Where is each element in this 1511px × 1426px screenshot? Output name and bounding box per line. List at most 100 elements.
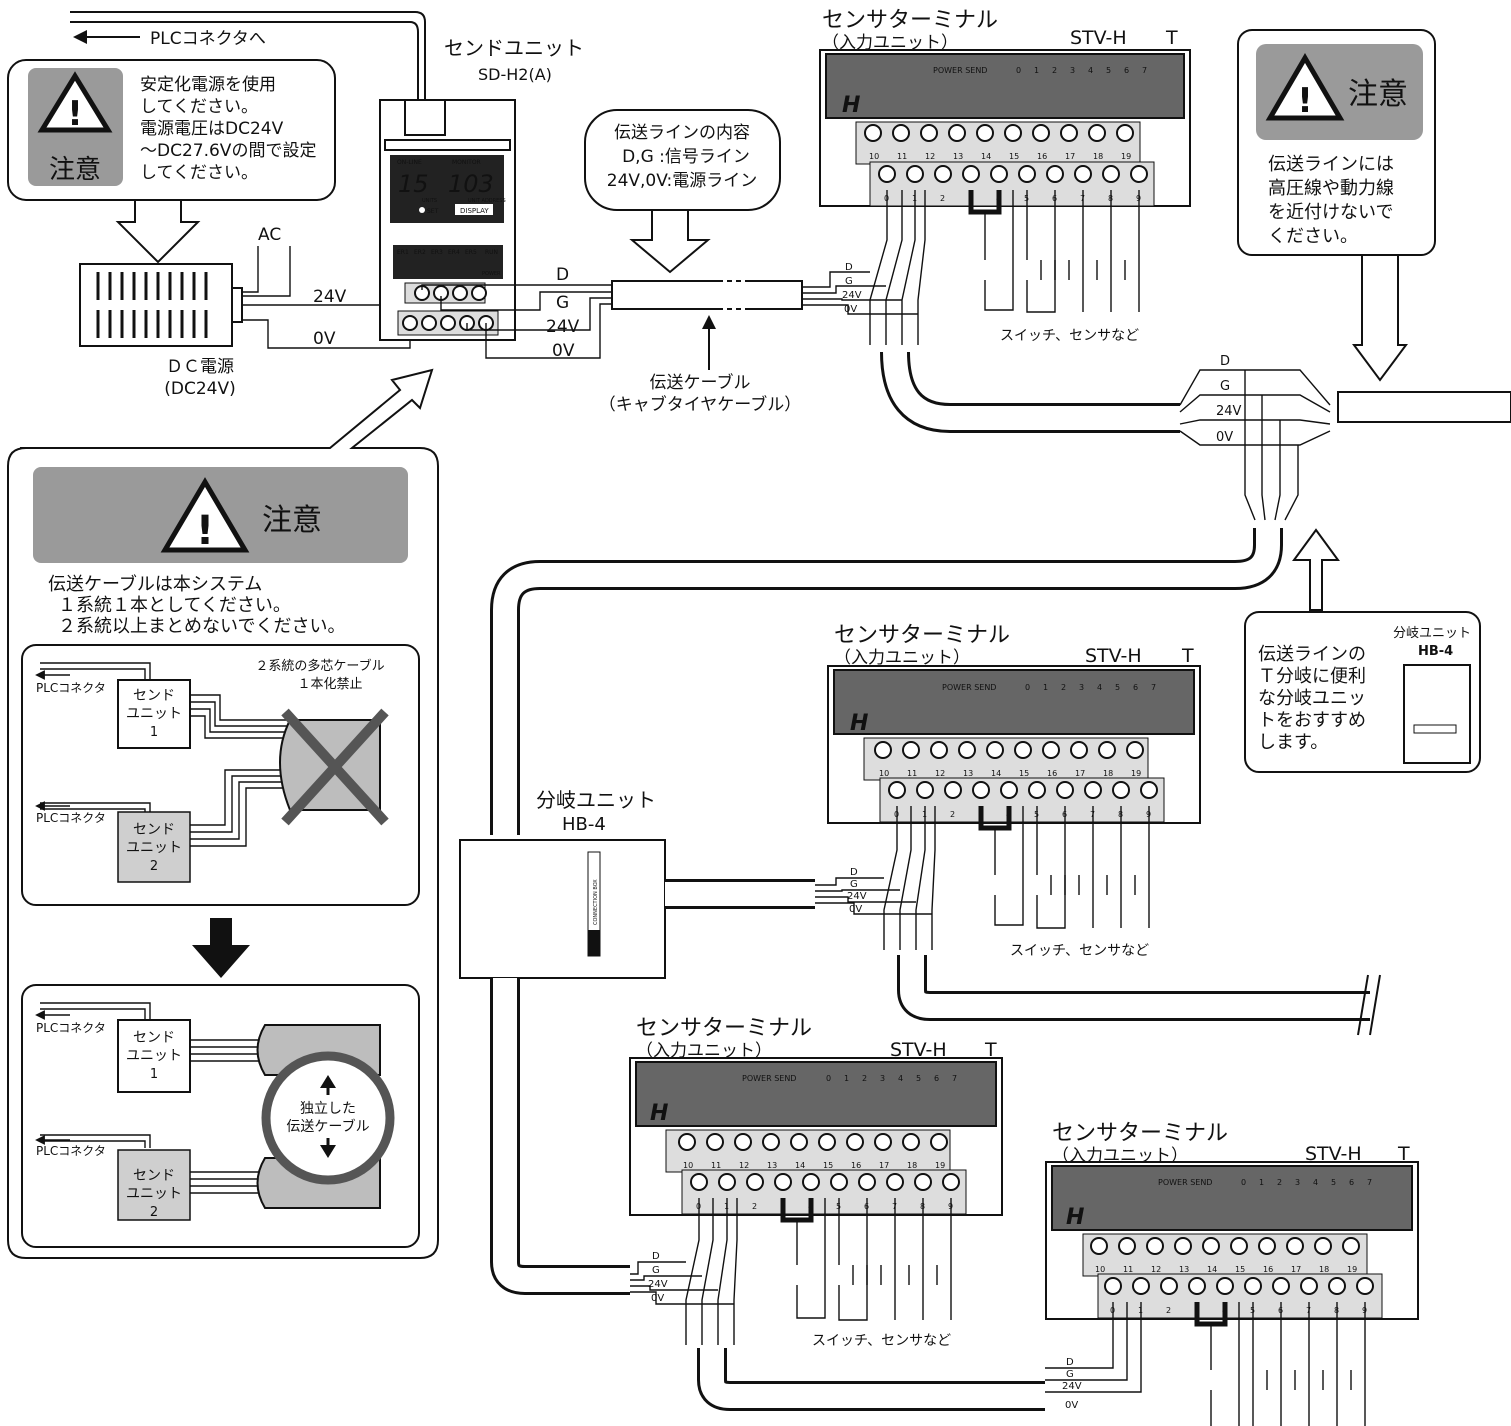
send-unit-title: センドユニット [444, 36, 584, 60]
approved-circle-icon [261, 1051, 395, 1185]
tb-24v: 24V [1216, 404, 1242, 419]
recommend-line: Ｔ分岐に便利 [1258, 666, 1366, 687]
caution-box-cable: ! 注意 伝送ケーブルは本システム １系統１本としてください。 ２系統以上まとめ… [7, 368, 439, 1259]
send-err: ER4 [448, 249, 460, 256]
cable-rule-line: ２系統以上まとめないでください。 [58, 616, 345, 637]
send-display: DISPLAY [460, 207, 489, 215]
terminal-model: STV-H [1070, 27, 1127, 49]
caution-word-2: 注意 [1348, 77, 1408, 112]
caution-word: 注意 [49, 155, 101, 185]
terminal-title: センサターミナル [636, 1016, 812, 1041]
send-unit-4-l1: センド [133, 1168, 175, 1184]
switches-label: スイッチ、センサなど [812, 1333, 951, 1349]
branch-box-text: CONNECTION BOX [593, 879, 599, 925]
down-arrow-icon [115, 199, 201, 264]
branch-title: 分岐ユニット [536, 788, 656, 812]
send-digits-right: 103 [448, 170, 494, 198]
terminal-subtitle: （入力ユニット） [834, 648, 970, 668]
t-branch-top: D G 24V 0V [490, 354, 1511, 835]
wire-24v: 24V [313, 287, 347, 307]
caution2-line: ください。 [1268, 226, 1358, 247]
terminal-suffix: T [984, 1039, 997, 1061]
t2-g: G [850, 879, 858, 890]
send-unit-3-l1: センド [133, 1030, 175, 1046]
cable-sub: （キャブタイヤケーブル） [599, 394, 801, 415]
send-monitor: MONITOR [452, 159, 481, 166]
caution1-line: ～DC27.6Vの間で設定 [140, 141, 316, 161]
plc-connector-lines: PLCコネクタへ [70, 11, 426, 100]
caution1-line: してください。 [140, 97, 258, 117]
t4-24v: 24V [1062, 1381, 1082, 1392]
tb-g: G [1220, 379, 1230, 394]
prohibited-cross-icon [281, 708, 389, 826]
send-unit-4-l2: ユニット [126, 1186, 182, 1202]
svg-text:!: ! [67, 94, 83, 134]
t1-d: D [845, 262, 853, 273]
terminal-suffix: T [1181, 645, 1194, 667]
caution1-line: してください。 [140, 163, 258, 183]
wire-g: G [556, 293, 569, 313]
wire-0v: 0V [313, 329, 336, 349]
send-err: ER5 [465, 249, 477, 256]
wire-0v-b: 0V [552, 341, 575, 361]
warning-icon [37, 71, 113, 133]
independent-l2: 伝送ケーブル [286, 1118, 369, 1135]
terminal-power-send: POWER SEND [933, 66, 987, 75]
brand-logo-icon: H [650, 1101, 668, 1126]
independent-l1: 独立した [300, 1101, 356, 1117]
send-unit-1-l2: ユニット [126, 706, 182, 722]
caution1-line: 電源電圧はDC24V [140, 119, 284, 139]
caution2-line: を近付けないで [1268, 202, 1393, 223]
send-unit: センドユニット SD-H2(A) ON-LINE MONITOR 15 103 … [379, 36, 584, 341]
down-arrow-icon [629, 209, 711, 274]
send-err: ER2 [414, 249, 426, 256]
line-info: 24V,0V:電源ライン [607, 171, 757, 191]
transmission-cable: 伝送ケーブル （キャブタイヤケーブル） [599, 279, 803, 415]
send-unit-2-l2: ユニット [126, 840, 182, 856]
multi-core-l1: ２系統の多芯ケーブル [255, 658, 384, 674]
t4-g: G [1066, 1369, 1074, 1380]
t3-0v: 0V [651, 1293, 664, 1304]
svg-text:!: ! [1297, 81, 1313, 121]
recommend-line: 伝送ラインの [1258, 644, 1366, 665]
send-err: ER3 [431, 249, 443, 256]
t3-d: D [652, 1251, 660, 1262]
plc-connector-label: PLCコネクタへ [150, 29, 266, 49]
send-unit-3-num: 1 [150, 1067, 158, 1082]
branch-recommend-box: 伝送ラインの Ｔ分岐に便利 な分岐ユニッ トをおすすめ します。 分岐ユニット … [1244, 528, 1481, 773]
recommend-line: します。 [1258, 732, 1328, 753]
caution-word-3: 注意 [262, 503, 322, 538]
caution1-line: 安定化電源を使用 [140, 74, 276, 95]
switches-label: スイッチ、センサなど [1000, 328, 1139, 344]
terminal-screws-top [864, 124, 1148, 183]
terminal-suffix: T [1165, 27, 1178, 49]
t4-0v: 0V [1065, 1400, 1078, 1411]
send-err: ER1 [397, 249, 409, 256]
terminal-power-send: POWER SEND [942, 683, 996, 692]
caution2-line: 高圧線や動力線 [1268, 178, 1394, 199]
ac-wires: AC [242, 225, 291, 297]
cable-rule-line: １系統１本としてください。 [58, 595, 291, 616]
terminal-power-send: POWER SEND [1158, 1178, 1212, 1187]
down-arrow-icon [192, 918, 250, 978]
tb-0v: 0V [1216, 430, 1233, 445]
recommend-line: な分岐ユニッ [1258, 688, 1366, 709]
line-info: D,G :信号ライン [622, 147, 750, 167]
plc-label: PLCコネクタ [36, 1144, 106, 1158]
wire-d: D [556, 265, 569, 285]
t4-d: D [1066, 1357, 1074, 1368]
send-unit-1-l1: センド [133, 688, 175, 704]
warning-icon [1265, 53, 1345, 121]
terminal-power-send: POWER SEND [742, 1074, 796, 1083]
send-digits-left: 15 [398, 170, 429, 198]
dc-power-title: ＤＣ電源 [166, 357, 234, 377]
